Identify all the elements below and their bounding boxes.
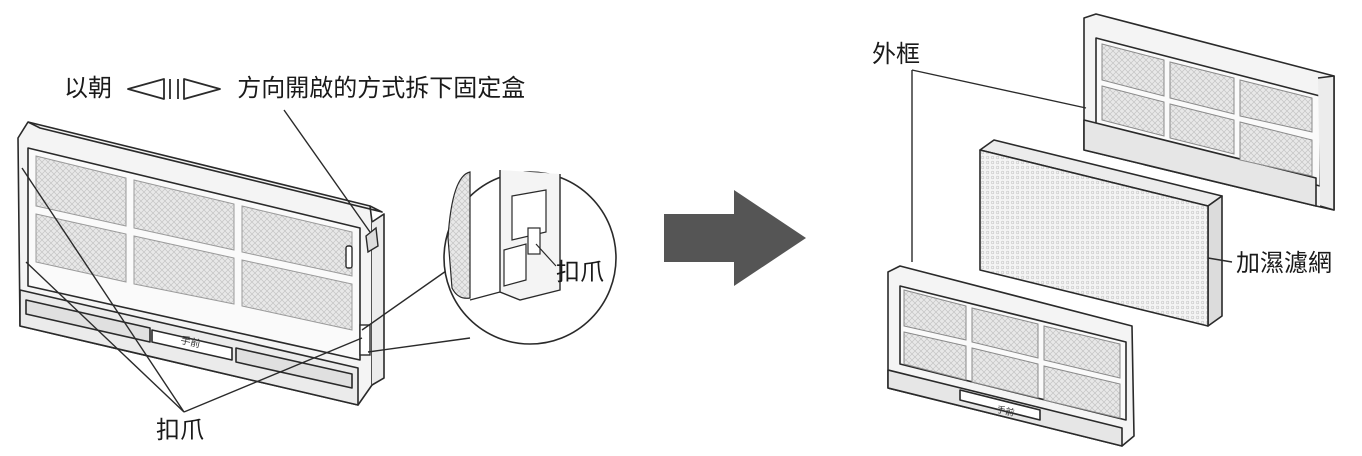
open-direction-arrows-icon [126,78,221,100]
humidifying-filter-block [979,139,1223,327]
humidifying-filter-label: 加濕濾網 [1236,249,1332,277]
left-front-plate-text: 手前 [179,333,201,350]
right-front-frame-grid [903,289,1121,419]
left-mesh-grid [35,155,353,331]
removal-instruction: 以朝 方向開啟的方式拆下固定盒 [64,74,525,102]
right-back-frame-grid [1101,43,1313,177]
right-leader-lines [911,69,1233,263]
instruction-suffix: 方向開啟的方式拆下固定盒 [237,74,526,102]
claw-label-bottom: 扣爪 [156,416,204,444]
instruction-prefix: 以朝 [64,74,112,102]
right-arrow-icon [664,190,806,286]
outer-frame-label: 外框 [872,40,920,68]
zoom-detail-circle [443,170,617,345]
right-front-plate-text: 手前 [995,403,1015,419]
left-claw-marks [345,226,379,356]
claw-label-zoom: 扣爪 [556,258,604,286]
left-leader-lines [21,109,471,413]
